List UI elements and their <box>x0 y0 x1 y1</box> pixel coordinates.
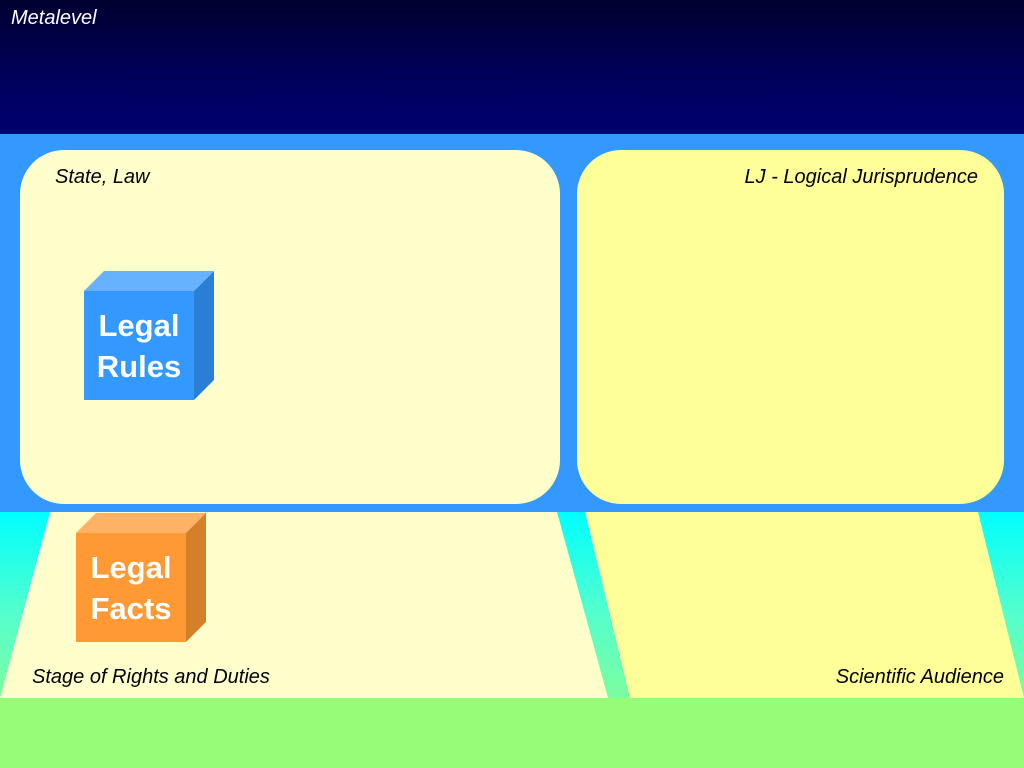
legal-facts-cube-side <box>186 513 206 642</box>
legal-rules-label: Legal Rules <box>84 291 194 400</box>
logical-jurisprudence-panel: LJ - Logical Jurisprudence <box>577 150 1004 504</box>
ground-band <box>0 698 1024 768</box>
legal-facts-cube-shading <box>76 513 206 642</box>
metalevel-label: Metalevel <box>11 7 97 29</box>
legal-rules-cube-top <box>84 271 214 291</box>
legal-rules-cube: Legal Rules <box>84 271 214 400</box>
scientific-audience-stage <box>585 512 1024 698</box>
legal-rules-cube-side <box>194 271 214 400</box>
legal-facts-label: Legal Facts <box>76 533 186 642</box>
state-law-title: State, Law <box>55 166 150 188</box>
metalevel-band: Metalevel <box>0 0 1024 134</box>
legal-rules-cube-shading <box>84 271 214 400</box>
logical-jurisprudence-title: LJ - Logical Jurisprudence <box>744 166 978 188</box>
rights-duties-label: Stage of Rights and Duties <box>32 666 270 688</box>
legal-facts-cube-top <box>76 513 206 533</box>
legal-facts-cube: Legal Facts <box>76 513 206 642</box>
scientific-audience-label: Scientific Audience <box>835 666 1004 688</box>
